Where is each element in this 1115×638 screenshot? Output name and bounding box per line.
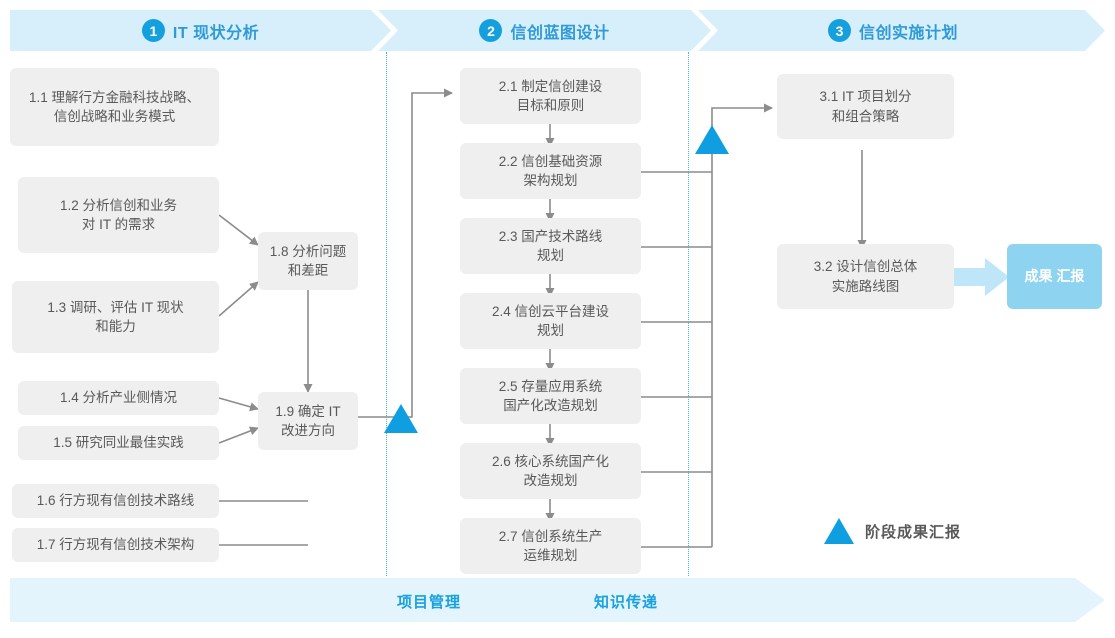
phase-label-2: 2 信创蓝图设计 <box>378 10 711 51</box>
phase-segment-3[interactable] <box>698 10 1105 51</box>
result-arrow-icon <box>951 258 1009 296</box>
task-line: 改进方向 <box>280 423 335 438</box>
task-line: 1.8 分析问题 <box>269 243 347 259</box>
phase-title-1: IT 现状分析 <box>172 24 260 42</box>
phase-segment-1[interactable] <box>10 10 391 51</box>
column-divider-right <box>688 52 689 576</box>
phase-label-3: 3 信创实施计划 <box>698 10 1088 51</box>
task-line: 架构规划 <box>523 173 578 188</box>
column-divider-left <box>386 52 387 576</box>
task-line: 1.1 理解行方金融科技战略、 <box>28 89 201 105</box>
footer-label-knowledge-transfer: 知识传递 <box>594 594 659 611</box>
task-line: 2.1 制定信创建设 <box>498 78 603 94</box>
task-line: 目标和原则 <box>516 98 585 113</box>
task-box-2-3[interactable]: 2.3 国产技术路线 规划 <box>460 218 641 274</box>
task-box-1-4[interactable]: 1.4 分析产业侧情况 <box>18 381 219 415</box>
task-line: 1.3 调研、评估 IT 现状 <box>47 299 184 315</box>
result-line: 成果 <box>1024 268 1053 285</box>
phase-number-3: 3 <box>827 19 851 42</box>
task-line: 和差距 <box>287 263 329 278</box>
task-line: 和组合策略 <box>831 108 900 124</box>
task-line: 2.3 国产技术路线 <box>498 228 603 244</box>
task-box-2-1[interactable]: 2.1 制定信创建设 目标和原则 <box>460 68 641 124</box>
task-box-1-1[interactable]: 1.1 理解行方金融科技战略、 信创战略和业务模式 <box>10 68 219 146</box>
legend-label: 阶段成果汇报 <box>865 523 962 541</box>
task-box-1-7[interactable]: 1.7 行方现有信创技术架构 <box>12 528 219 562</box>
task-line: 2.5 存量应用系统 <box>498 378 603 394</box>
task-box-1-8[interactable]: 1.8 分析问题 和差距 <box>258 232 358 290</box>
task-line: 1.2 分析信创和业务 <box>59 197 178 213</box>
footer-label-project-management: 项目管理 <box>397 594 462 611</box>
task-box-3-2[interactable]: 3.2 设计信创总体 实施路线图 <box>777 244 954 309</box>
task-box-3-1[interactable]: 3.1 IT 项目划分 和组合策略 <box>777 74 954 139</box>
milestone-triangle-icon <box>824 518 854 544</box>
task-box-1-6[interactable]: 1.6 行方现有信创技术路线 <box>12 484 219 518</box>
task-box-1-2[interactable]: 1.2 分析信创和业务 对 IT 的需求 <box>18 177 219 253</box>
task-box-2-5[interactable]: 2.5 存量应用系统 国产化改造规划 <box>460 368 641 424</box>
milestone-triangle-phase1 <box>384 404 418 433</box>
task-line: 信创战略和业务模式 <box>53 109 176 124</box>
task-line: 1.6 行方现有信创技术路线 <box>36 493 195 509</box>
task-box-2-4[interactable]: 2.4 信创云平台建设 规划 <box>460 293 641 349</box>
task-line: 2.6 核心系统国产化 <box>491 453 610 469</box>
task-line: 1.4 分析产业侧情况 <box>59 390 178 406</box>
task-box-2-7[interactable]: 2.7 信创系统生产 运维规划 <box>460 518 641 574</box>
result-report-chip[interactable]: 成果 汇报 <box>1007 244 1102 309</box>
phase-label-1: 1 IT 现状分析 <box>10 10 391 51</box>
result-line: 汇报 <box>1056 268 1085 285</box>
task-line: 运维规划 <box>523 548 578 563</box>
footer-band <box>10 578 1105 622</box>
task-line: 2.7 信创系统生产 <box>498 528 603 544</box>
task-line: 3.1 IT 项目划分 <box>819 89 912 105</box>
milestone-triangle-phase2 <box>695 125 729 154</box>
task-line: 1.7 行方现有信创技术架构 <box>36 537 195 553</box>
phase-number-2: 2 <box>479 19 503 42</box>
task-line: 和能力 <box>95 319 136 334</box>
phase-title-2: 信创蓝图设计 <box>510 24 610 42</box>
task-box-1-9[interactable]: 1.9 确定 IT 改进方向 <box>258 392 358 450</box>
task-line: 规划 <box>537 248 564 263</box>
task-box-2-6[interactable]: 2.6 核心系统国产化 改造规划 <box>460 443 641 499</box>
task-line: 改造规划 <box>523 473 578 488</box>
task-line: 国产化改造规划 <box>503 398 598 413</box>
task-line: 2.2 信创基础资源 <box>498 153 603 169</box>
task-box-1-3[interactable]: 1.3 调研、评估 IT 现状 和能力 <box>12 281 219 353</box>
task-box-2-2[interactable]: 2.2 信创基础资源 架构规划 <box>460 143 641 199</box>
legend: 阶段成果汇报 <box>824 518 961 544</box>
task-line: 1.5 研究同业最佳实践 <box>53 435 184 451</box>
task-line: 3.2 设计信创总体 <box>813 259 918 275</box>
task-line: 实施路线图 <box>831 278 900 294</box>
task-line: 对 IT 的需求 <box>81 217 156 232</box>
task-line: 2.4 信创云平台建设 <box>491 303 610 319</box>
phase-segment-2[interactable] <box>378 10 711 51</box>
task-line: 规划 <box>537 323 564 338</box>
phase-title-3: 信创实施计划 <box>858 24 958 42</box>
task-box-1-5[interactable]: 1.5 研究同业最佳实践 <box>18 426 219 460</box>
task-line: 1.9 确定 IT <box>275 403 341 419</box>
phase-header-bar: 1 IT 现状分析 2 信创蓝图设计 3 信创实施计划 <box>10 10 1105 51</box>
phase-number-1: 1 <box>141 19 165 42</box>
